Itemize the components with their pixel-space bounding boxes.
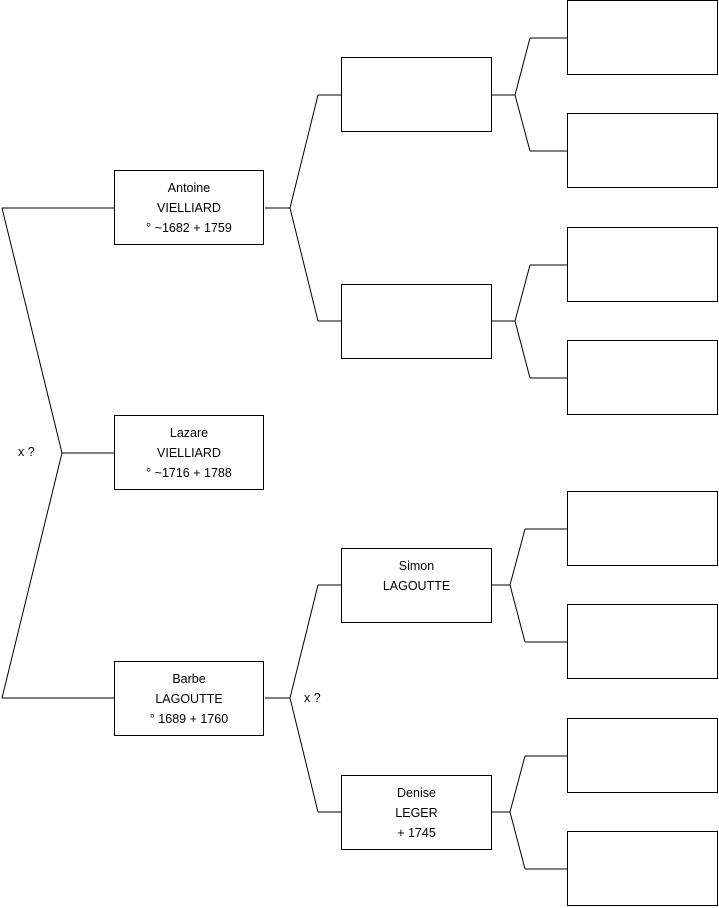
- connector-gg-branch-2: [514, 264, 531, 379]
- last-name: LAGOUTTE: [155, 692, 223, 706]
- person-box-father[interactable]: Antoine VIELLIARD ° ~1682 + 1759: [114, 170, 264, 245]
- person-box-great-grandparent-5[interactable]: [567, 491, 718, 566]
- last-name: VIELLIARD: [157, 201, 221, 215]
- person-box-maternal-grandfather[interactable]: Simon LAGOUTTE: [341, 548, 492, 623]
- connector-maternal-branch: [289, 584, 319, 813]
- connector-gg-branch-3: [509, 528, 526, 643]
- last-name: LEGER: [395, 806, 438, 820]
- parents-marriage-label: x ?: [18, 445, 35, 459]
- connector-gg-branch-1: [514, 37, 531, 152]
- life-dates: ° ~1682 + 1759: [146, 221, 232, 235]
- last-name: LAGOUTTE: [382, 579, 451, 593]
- first-name: Simon: [398, 559, 435, 573]
- person-box-great-grandparent-8[interactable]: [567, 831, 718, 906]
- connector-father-branch: [1, 207, 63, 699]
- person-box-paternal-grandmother[interactable]: [341, 284, 492, 359]
- person-box-maternal-grandmother[interactable]: Denise LEGER + 1745: [341, 775, 492, 850]
- life-dates: + 1745: [397, 826, 436, 840]
- life-dates: ° ~1716 + 1788: [146, 466, 232, 480]
- person-box-great-grandparent-6[interactable]: [567, 604, 718, 679]
- connector-gg-branch-4: [509, 755, 526, 870]
- last-name: VIELLIARD: [157, 446, 221, 460]
- person-box-great-grandparent-7[interactable]: [567, 718, 718, 793]
- first-name: Denise: [397, 786, 436, 800]
- first-name: Lazare: [169, 426, 209, 440]
- person-box-great-grandparent-3[interactable]: [567, 227, 718, 302]
- person-box-great-grandparent-4[interactable]: [567, 340, 718, 415]
- person-box-subject[interactable]: Lazare VIELLIARD ° ~1716 + 1788: [114, 415, 264, 490]
- person-box-mother[interactable]: Barbe LAGOUTTE ° 1689 + 1760: [114, 661, 264, 736]
- person-box-paternal-grandfather[interactable]: [341, 57, 492, 132]
- person-box-great-grandparent-2[interactable]: [567, 113, 718, 188]
- first-name: Antoine: [167, 181, 211, 195]
- maternal-grandparents-marriage-label: x ?: [304, 691, 321, 705]
- person-box-great-grandparent-1[interactable]: [567, 0, 718, 75]
- first-name: Barbe: [172, 672, 206, 686]
- life-dates: ° 1689 + 1760: [149, 712, 229, 726]
- connector-paternal-branch: [289, 94, 319, 322]
